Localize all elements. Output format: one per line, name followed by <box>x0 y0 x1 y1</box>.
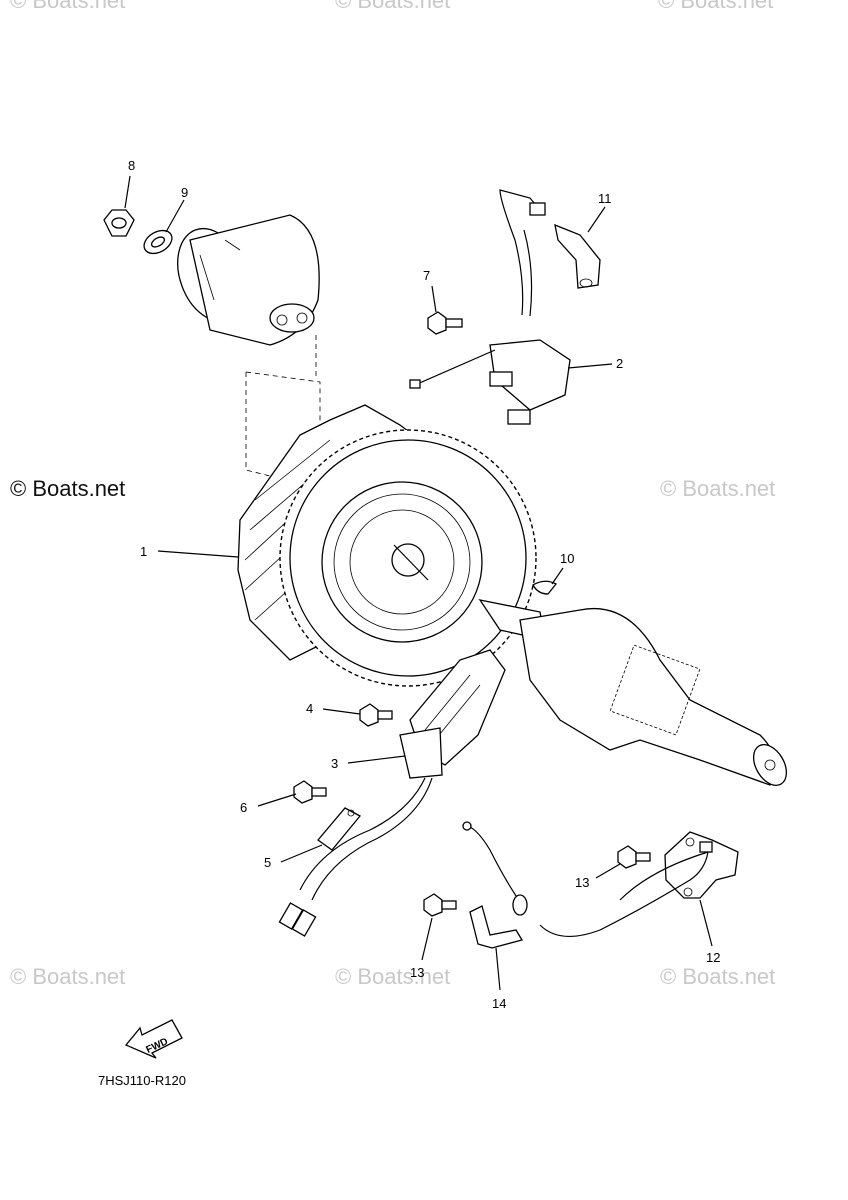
callout-11: 11 <box>598 191 612 206</box>
alignment-lines <box>245 335 321 479</box>
callout-3: 3 <box>331 756 338 771</box>
part-flywheel <box>237 404 537 687</box>
fwd-arrow-icon: FWD <box>124 1019 183 1059</box>
leader-2 <box>567 363 613 369</box>
watermark-top-right: © Boats.net <box>658 0 773 13</box>
part-ignition-coil <box>409 189 571 425</box>
leader-9 <box>165 199 185 233</box>
part-terminal <box>317 807 362 851</box>
callout-6: 6 <box>240 800 247 815</box>
part-harness-connectors <box>278 902 317 937</box>
watermark-middle-left: © Boats.net <box>10 476 125 501</box>
part-screw-13-left <box>423 893 457 917</box>
watermark-top-center: © Boats.net <box>335 0 450 13</box>
leader-7 <box>431 285 437 313</box>
watermark-bottom-right: © Boats.net <box>660 964 775 989</box>
part-clamp <box>469 905 524 949</box>
watermark-middle-right: © Boats.net <box>660 476 775 501</box>
part-screw-6 <box>293 780 327 804</box>
leader-6 <box>257 793 297 807</box>
callout-5: 5 <box>264 855 271 870</box>
part-screw-13-right <box>617 845 651 869</box>
leader-11 <box>587 206 606 233</box>
callout-2: 2 <box>616 356 623 371</box>
watermarks: © Boats.net © Boats.net © Boats.net © Bo… <box>10 0 775 989</box>
leader-5 <box>280 844 323 863</box>
watermark-bottom-left: © Boats.net <box>10 964 125 989</box>
leader-13-left <box>421 917 433 961</box>
part-pulser-coil <box>299 649 506 901</box>
part-bolt-7 <box>427 311 463 335</box>
leader-13-right <box>595 863 621 879</box>
watermark-top-left: © Boats.net <box>10 0 125 13</box>
part-crankshaft <box>478 599 788 786</box>
leader-12 <box>699 899 713 947</box>
watermark-bottom-center: © Boats.net <box>335 964 450 989</box>
part-starter-cup <box>177 214 320 346</box>
callout-12: 12 <box>706 950 720 965</box>
leader-3 <box>347 755 406 764</box>
callout-13-left: 13 <box>410 965 424 980</box>
leader-14 <box>495 947 501 991</box>
callout-8: 8 <box>128 158 135 173</box>
part-plug-cap <box>554 223 601 289</box>
part-screw-4 <box>359 703 393 727</box>
part-washer <box>143 229 173 255</box>
leader-4 <box>322 708 361 715</box>
callout-7: 7 <box>423 268 430 283</box>
part-woodruff-key <box>532 580 557 595</box>
callout-1: 1 <box>140 544 147 559</box>
leader-10 <box>551 567 564 585</box>
diagram-code: 7HSJ110-R120 <box>98 1073 186 1088</box>
part-nut <box>103 209 135 237</box>
leader-1 <box>157 550 239 558</box>
callout-4: 4 <box>306 701 313 716</box>
callout-10: 10 <box>560 551 574 566</box>
callout-14: 14 <box>492 996 506 1011</box>
callout-13-right: 13 <box>575 875 589 890</box>
callout-9: 9 <box>181 185 188 200</box>
leader-8 <box>124 175 131 209</box>
part-sensor-bracket <box>462 821 739 938</box>
